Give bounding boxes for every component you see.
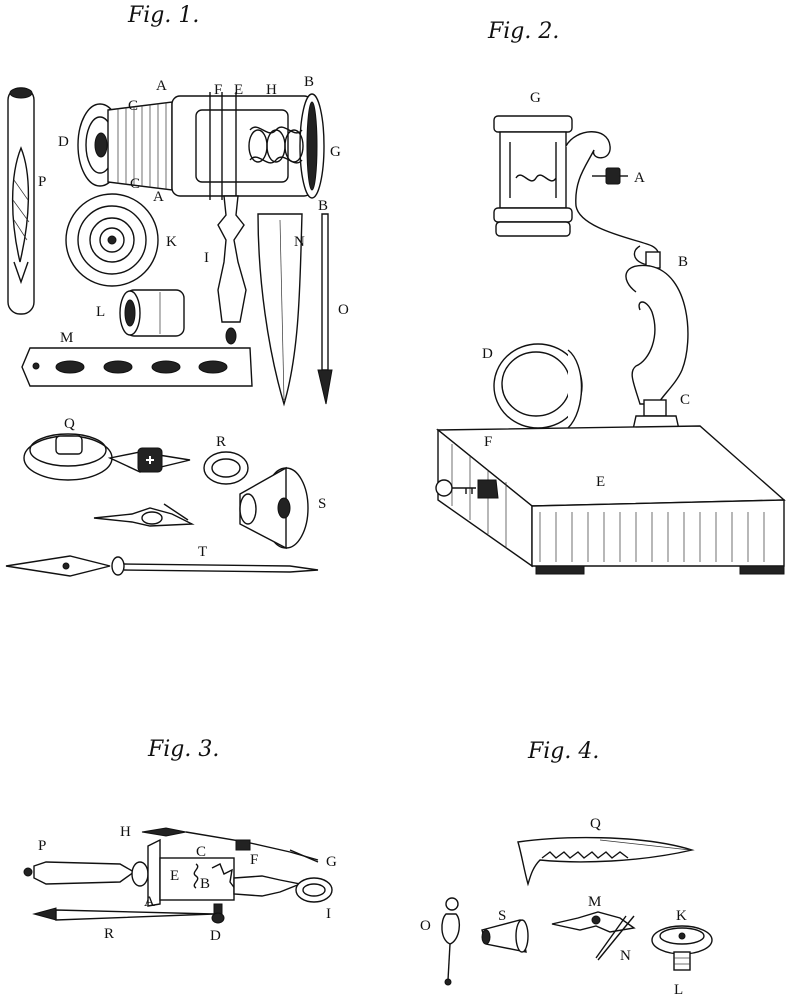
fig3-label-g: G	[326, 854, 337, 870]
fig2-label-f: F	[484, 434, 492, 450]
fig3-label-a: A	[144, 894, 155, 910]
base-box-e	[435, 425, 786, 575]
figure-2: Fig. 2.	[435, 19, 786, 575]
fig1-label-m: M	[60, 330, 73, 346]
serrated-blade-q	[517, 836, 695, 887]
focus-screw-a	[592, 167, 628, 185]
figure-3: Fig. 3.	[23, 737, 337, 944]
fig1-label-d: D	[58, 134, 69, 150]
fig4-label-q: Q	[590, 816, 601, 832]
cone-s	[239, 466, 309, 550]
fig1-label-c-top: C	[128, 98, 138, 114]
fig1-label-h: H	[266, 82, 277, 98]
fig3-label-d: D	[210, 928, 221, 944]
fig3-label-e: E	[170, 868, 179, 884]
pointer-t	[5, 555, 319, 577]
fig2-label-b: B	[678, 254, 688, 270]
needle-h-g	[141, 827, 319, 863]
fig1-label-t: T	[198, 544, 207, 560]
fig2-label-e: E	[596, 474, 605, 490]
fig4-label-o: O	[420, 918, 431, 934]
cup-s	[481, 919, 529, 953]
slider-m	[21, 347, 253, 387]
fig4-label-l: L	[674, 982, 683, 998]
fig3-label-f: F	[250, 852, 258, 868]
fig1-label-p: P	[38, 174, 46, 190]
fig1-caption: Fig. 1.	[127, 3, 199, 28]
fig2-label-a: A	[634, 170, 645, 186]
fig1-label-s: S	[318, 496, 326, 512]
figure-4: Fig. 4.	[420, 739, 713, 998]
handle-p	[23, 861, 149, 887]
fig3-caption: Fig. 3.	[147, 737, 219, 762]
fig1-label-e: E	[234, 82, 243, 98]
clip-m-n	[551, 911, 636, 961]
lower-scroll-arm-c	[625, 264, 689, 405]
glass-tube-with-fish	[7, 87, 35, 315]
fig3-label-b: B	[200, 876, 210, 892]
figure-1: Fig. 1.	[5, 3, 349, 577]
fig1-label-o: O	[338, 302, 349, 318]
fig1-label-i: I	[204, 250, 209, 266]
fig1-label-k: K	[166, 234, 177, 250]
fig1-label-g: G	[330, 144, 341, 160]
forceps	[93, 503, 195, 527]
lens-tube-l	[119, 289, 185, 337]
fig2-caption: Fig. 2.	[487, 19, 559, 44]
fig1-label-a-top: A	[156, 78, 167, 94]
brush-o	[317, 213, 333, 405]
frame-with-spring	[147, 838, 333, 924]
fig1-label-r: R	[216, 434, 226, 450]
fig4-label-m: M	[588, 894, 601, 910]
body-tube-g	[493, 115, 573, 237]
fig1-label-l: L	[96, 304, 105, 320]
cup-k-l	[651, 925, 713, 971]
fig1-label-b-side: B	[318, 198, 328, 214]
fig3-label-c: C	[196, 844, 206, 860]
fig1-label-q: Q	[64, 416, 75, 432]
fig3-label-r: R	[104, 926, 114, 942]
fig1-label-c-bottom: C	[130, 176, 140, 192]
fig4-label-n: N	[620, 948, 631, 964]
fig1-label-f: F	[214, 82, 222, 98]
fig2-label-c: C	[680, 392, 690, 408]
fig4-caption: Fig. 4.	[527, 739, 599, 764]
fig2-label-d: D	[482, 346, 493, 362]
fig4-label-s: S	[498, 908, 506, 924]
screw-barrel-microscope	[77, 92, 325, 345]
fig1-label-b-top: B	[304, 74, 314, 90]
pin-o	[441, 897, 461, 986]
fig1-label-n: N	[294, 234, 305, 250]
spatula-n	[257, 213, 303, 407]
fig1-label-a-bottom: A	[153, 189, 164, 205]
brush-r	[32, 907, 215, 921]
upper-scroll-arm	[565, 131, 660, 266]
fig3-label-h: H	[120, 824, 131, 840]
disc-k	[65, 193, 159, 287]
fig3-label-i: I	[326, 906, 331, 922]
fig3-label-p: P	[38, 838, 46, 854]
fig4-label-k: K	[676, 908, 687, 924]
stage-plate-q-r	[23, 433, 249, 485]
fig2-label-g: G	[530, 90, 541, 106]
